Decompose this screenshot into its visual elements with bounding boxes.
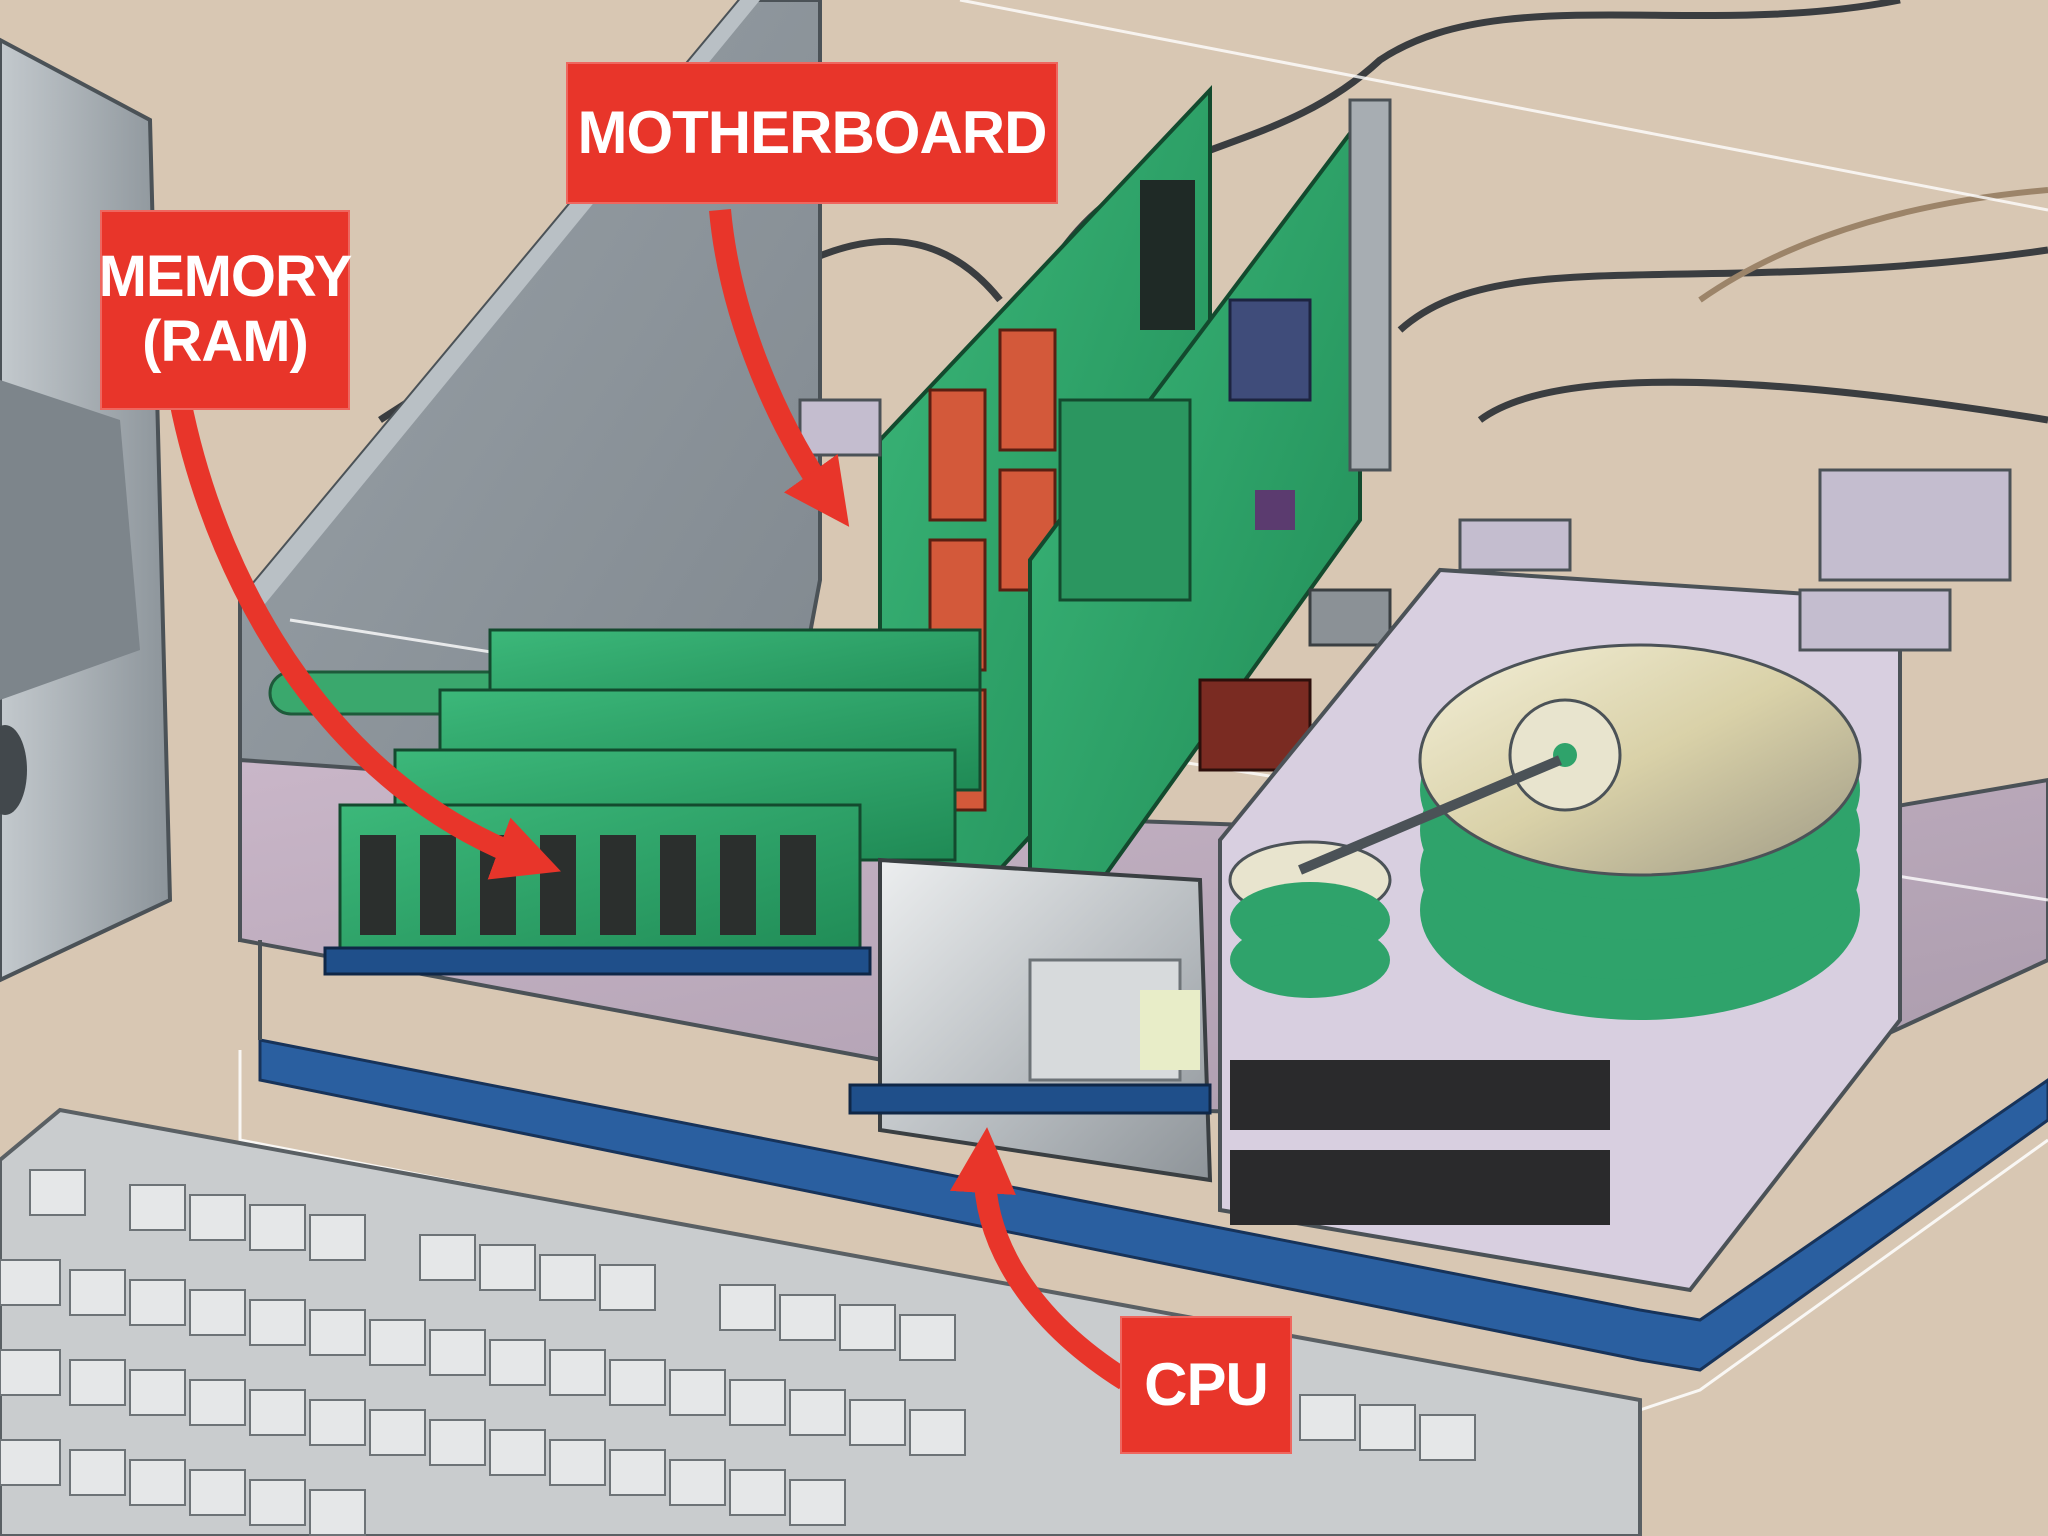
cpu-cartridge	[878, 857, 1213, 1183]
ram-module-front	[338, 803, 862, 967]
cpu-arrow	[950, 1127, 1131, 1390]
expansion-card-2	[1028, 98, 1392, 987]
motherboard-arrow	[709, 209, 850, 527]
memory-callout: MEMORY (RAM)	[98, 210, 353, 410]
keyboard-keys	[0, 1169, 1476, 1536]
motherboard-label: MOTHERBOARD	[577, 99, 1048, 167]
memory-label-line2: (RAM)	[142, 309, 309, 374]
memory-arrow	[169, 397, 561, 880]
monitor	[0, 37, 173, 983]
chip	[1308, 588, 1392, 647]
motherboard-callout: MOTHERBOARD	[566, 62, 1058, 204]
desk-edge-line	[1698, 187, 2048, 303]
port-connectors	[798, 398, 2012, 652]
ram-slot	[323, 946, 872, 976]
cpu-label: CPU	[1144, 1351, 1269, 1419]
memory-label-line1: MEMORY	[98, 244, 353, 310]
cpu-slot	[848, 1083, 1212, 1115]
hard-disk	[1228, 643, 1862, 1020]
cpu-callout: CPU	[1120, 1316, 1292, 1454]
